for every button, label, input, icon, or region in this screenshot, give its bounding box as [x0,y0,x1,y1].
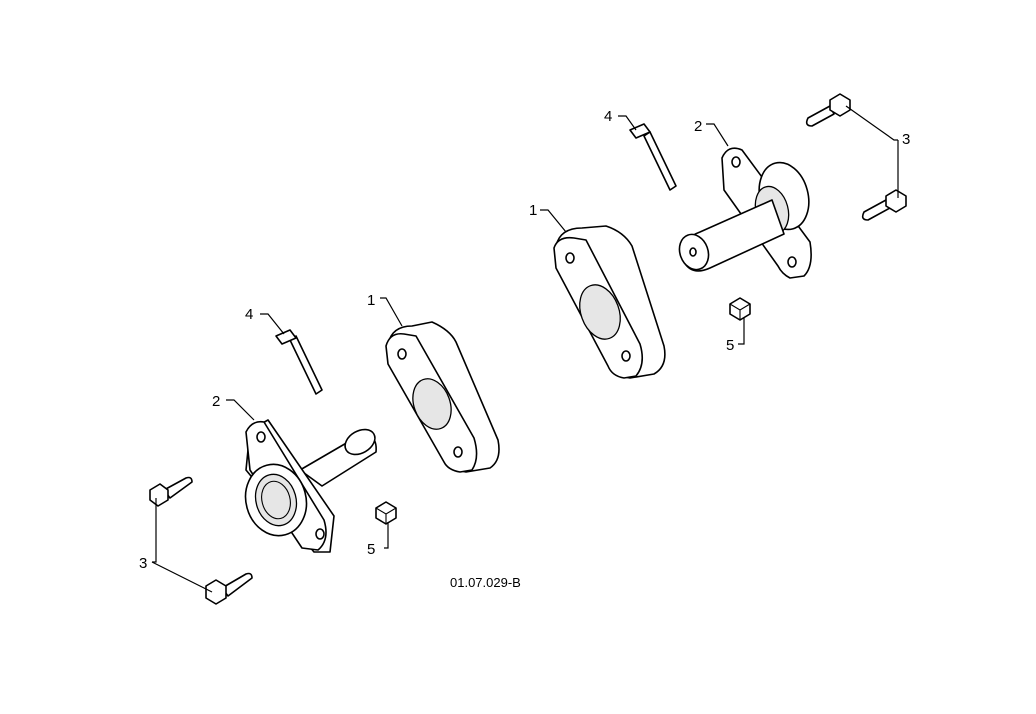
callout-5-upper: 5 [726,337,734,354]
drawing-number: 01.07.029-B [450,575,521,590]
spacer-block-lower [385,321,500,473]
flange-bolt-lower-a [149,476,193,507]
nut-upper [729,297,751,321]
pin-lower [275,329,323,395]
nut-lower [375,501,397,525]
callout-4-lower: 4 [245,306,253,323]
callout-3-lower: 3 [139,555,147,572]
flange-bolt-upper-b [861,189,907,221]
callout-2-lower: 2 [212,393,220,410]
flange-bearing-lower [244,419,377,553]
callout-1-lower: 1 [367,292,375,309]
leader-lines [151,105,899,593]
flange-bolt-lower-b [205,572,253,605]
callout-3-upper: 3 [902,131,910,148]
callout-2-upper: 2 [694,118,702,135]
spacer-block-upper [553,225,666,379]
flange-bearing-upper [678,147,812,279]
flange-bolt-upper-a [805,93,851,127]
pin-upper [629,123,677,191]
callout-4-upper: 4 [604,108,612,125]
callout-1-upper: 1 [529,202,537,219]
callout-5-lower: 5 [367,541,375,558]
